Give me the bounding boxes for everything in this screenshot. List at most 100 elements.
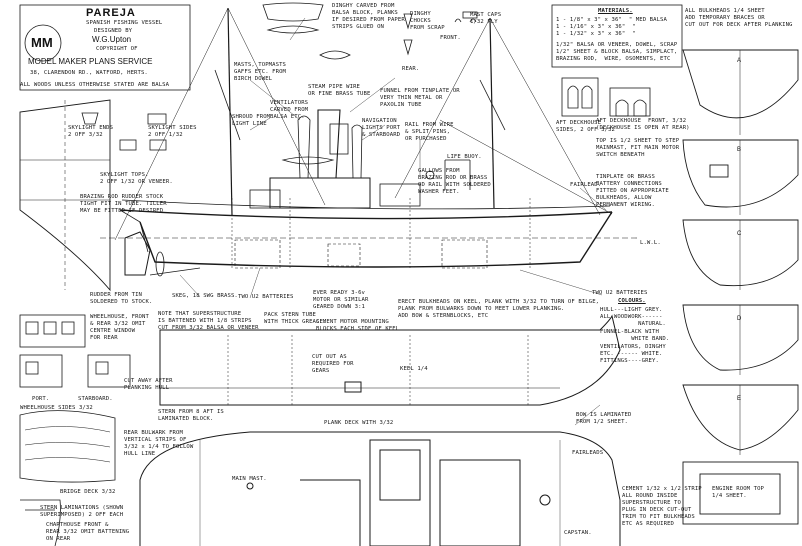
note-bow-laminated: BOW IS LAMINATED FROM 1/2 SHEET. (576, 412, 632, 425)
keel-profile (159, 314, 621, 406)
body-section-left (19, 99, 111, 292)
dinghy-sketches (262, 2, 478, 60)
bulkhead-letter-e: E (737, 396, 741, 402)
side-elevation (100, 7, 640, 277)
designer-name: W.G.Upton (92, 35, 132, 44)
materials-line-2: 1 - 1/16" x 3" x 36" " (556, 24, 636, 30)
colours-line-1: HULL---LIGHT GREY. (600, 307, 663, 313)
note-cement-motor: CEMENT MOTOR MOUNTING BLOCKS EACH SIDE O… (316, 319, 400, 332)
note-charthouse: CHARTHOUSE FRONT & REAR 3/32 OMIT BATTEN… (46, 522, 130, 542)
note-lifebuoy: LIFE BUOY. (447, 154, 482, 160)
note-shroud: SHROUD FROM LIGHT LINE (232, 114, 271, 127)
note-ventilators: VENTILATORS CARVED FROM BALSA ETC. (270, 100, 309, 120)
bulkhead-letter-d: D (737, 316, 742, 322)
note-front: FRONT. (440, 35, 461, 41)
colours-line-2: ALL WOODWORK------ (600, 314, 663, 320)
note-stern-from: STERN FROM 8 AFT IS LAMINATED BLOCK. (158, 409, 224, 422)
general-note: ALL WOODS UNLESS OTHERWISE STATED ARE BA… (20, 82, 170, 88)
note-brazing-rod: BRAZING ROD RUDDER STOCK TIGHT FIT IN TU… (80, 194, 167, 214)
colours-line-5: WHITE BAND. (600, 336, 670, 342)
note-funnel: FUNNEL FROM TINPLATE OR VERY THIN METAL … (380, 88, 460, 108)
materials-box (551, 4, 683, 68)
colours-line-6: VENTILATORS, DINGHY (600, 344, 666, 350)
stern-laminations (20, 499, 61, 546)
colours-line-8: FITTINGS----GREY. (600, 358, 659, 364)
copyright-label: COPYRIGHT OF (96, 46, 138, 52)
wheelhouse-parts (19, 314, 131, 388)
note-nav-lights: NAVIGATION LIGHTS PORT & STARBOARD (362, 118, 401, 138)
note-top-is: TOP IS 1/2 SHEET TO STEP MAINMAST, FIT M… (596, 138, 680, 158)
materials-line-6: BRAZING ROD, WIRE, OSOMENTS, ETC (556, 56, 671, 62)
note-all-bulkheads: ALL BULKHEADS 1/4 SHEET ADD TEMPORARY BR… (685, 8, 793, 28)
note-cut-away: CUT AWAY AFTER PLANKING HULL (124, 378, 173, 391)
bulkhead-letter-a: A (737, 58, 741, 64)
note-pack-stern: PACK STERN TUBE WITH THICK GREASE. (264, 312, 327, 325)
note-mast-caps: MAST CAPS 1/32 PLY (470, 12, 502, 25)
note-port: PORT. (32, 396, 50, 402)
note-bridge-deck: BRIDGE DECK 3/32 (60, 489, 116, 495)
publisher-address: 38, CLARENDON RD., WATFORD, HERTS. (30, 70, 148, 76)
note-gallows: GALLOWS FROM BRAZING ROD OR BRASS OD RAI… (418, 168, 491, 195)
bulkhead-letter-c: C (737, 231, 742, 237)
note-two-u2-aft: TWO U2 BATTERIES (592, 290, 648, 296)
note-engine-room-top: ENGINE ROOM TOP 1/4 SHEET. (712, 486, 765, 499)
note-skylight-sides: SKYLIGHT SIDES 2 OFF 1/32 (148, 125, 197, 138)
bulkhead-letter-b: B (737, 147, 741, 153)
vessel-subtitle: SPANISH FISHING VESSEL (86, 20, 163, 26)
note-rear: REAR. (402, 66, 420, 72)
note-stern-laminations: STERN LAMINATIONS (SHOWN SUPERIMPOSED) 2… (40, 505, 124, 518)
note-tinplate-battery: TINPLATE OR BRASS BATTERY CONNECTIONS FI… (596, 174, 669, 208)
note-rudder: RUDDER FROM TIN SOLDERED TO STOCK. (90, 292, 153, 305)
colours-heading: COLOURS. (618, 298, 646, 304)
skylight-parts (81, 112, 167, 151)
note-motor: EVER READY 3-6v MOTOR OR SIMILAR GEARED … (313, 290, 369, 310)
note-superstructure: NOTE THAT SUPERSTRUCTURE IS BATTENED WIT… (158, 311, 259, 331)
colours-line-4: FUNNEL-BLACK WITH (600, 329, 659, 335)
logo-letters: MM (31, 35, 53, 50)
colours-line-7: ETC. ------ WHITE. (600, 351, 663, 357)
note-skylight-tops: SKYLIGHT TOPS. 2 OFF 1/32 OR VENEER. (100, 172, 173, 185)
designed-by-label: DESIGNED BY (94, 28, 133, 34)
note-skylight-ends: SKYLIGHT ENDS 2 OFF 3/32 (68, 125, 114, 138)
note-fairleads-deck: FAIRLEADS (572, 450, 604, 456)
note-lwl: L.W.L. (640, 240, 661, 246)
note-two-u2-fwd: TWO U2 BATTERIES (238, 294, 294, 300)
note-steam-pipe: STEAM PIPE WIRE OR FINE BRASS TUBE (308, 84, 371, 97)
note-rear-bulwark: REAR BULWARK FROM VERTICAL STRIPS OF 3/3… (124, 430, 194, 457)
title-block-frame (19, 4, 191, 91)
colours-line-3: NATURAL. (600, 321, 666, 327)
vessel-name: PAREJA (86, 7, 136, 19)
note-keel: KEEL 1/4 (400, 366, 428, 372)
deck-plan (139, 431, 621, 546)
note-rail: RAIL FROM WIRE & SPLIT PINS, OR PURCHASE… (405, 122, 454, 142)
note-fairlead-side: FAIRLEAD. (570, 182, 602, 188)
note-cut-out: CUT OUT AS REQUIRED FOR GEARS (312, 354, 354, 374)
note-capstan: CAPSTAN. (564, 530, 592, 536)
materials-line-5: 1/2" SHEET & BLOCK BALSA, SIMPLACT, (556, 49, 678, 55)
publisher-name: MODEL MAKER PLANS SERVICE (28, 57, 153, 66)
note-aft-deckhouse-front: AFT DECKHOUSE FRONT, 3/32 (DECKHOUSE IS … (596, 118, 690, 131)
leader-lines (179, 17, 607, 426)
note-skeg: SKEG, 18 SWG BRASS. (172, 293, 238, 299)
note-aft-deckhouse-sides: AFT DECKHOUSE SIDES, 2 OFF 3/32 (556, 120, 615, 133)
note-cement-strip: CEMENT 1/32 x 1/2 STRIP ALL ROUND INSIDE… (622, 486, 702, 527)
note-wheelhouse-sides: WHEELHOUSE SIDES 3/32 (20, 405, 93, 411)
note-main-mast: MAIN MAST. (232, 476, 267, 482)
note-plank-deck: PLANK DECK WITH 3/32 (324, 420, 394, 426)
note-dinghy-chocks: DINGHY CHOCKS FROM SCRAP (410, 11, 445, 31)
note-dinghy-carved: DINGHY CARVED FROM BALSA BLOCK, PLANKS I… (332, 3, 405, 30)
note-starboard: STARBOARD. (78, 396, 113, 402)
materials-line-4: 1/32" BALSA OR VENEER, DOWEL, SCRAP (556, 42, 678, 48)
note-wheelhouse: WHEELHOUSE, FRONT & REAR 3/32 OMIT CENTR… (90, 314, 149, 341)
aft-deckhouse-parts (561, 77, 651, 117)
bridge-deck (19, 410, 116, 483)
materials-line-1: 1 - 1/8" x 3" x 36" " MED BALSA (556, 17, 667, 23)
logo-circle (24, 24, 62, 62)
materials-heading: MATERIALS. (598, 8, 633, 14)
note-erect-bulkheads: ERECT BULKHEADS ON KEEL, PLANK WITH 3/32… (398, 299, 600, 319)
materials-line-3: 1 - 1/32" x 3" x 36" " (556, 31, 636, 37)
note-masts: MASTS, TOPMASTS GAFFS ETC. FROM BIRCH DO… (234, 62, 287, 82)
bulkheads (682, 49, 799, 525)
